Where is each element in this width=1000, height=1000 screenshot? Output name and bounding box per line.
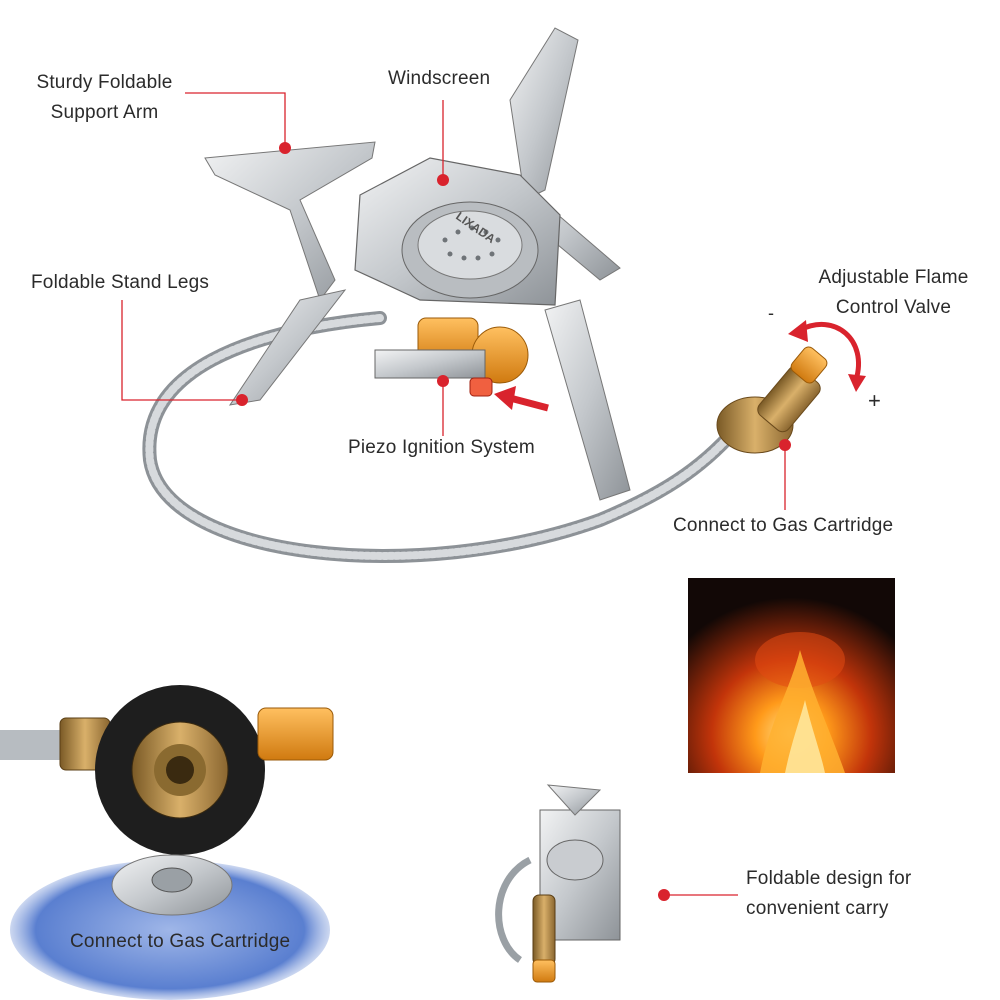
flame-photo <box>688 578 895 773</box>
rotation-arrow-icon <box>788 320 866 392</box>
foldable-label: Foldable design for convenient carry <box>746 864 911 924</box>
foldable-label-line1: Foldable design for <box>746 868 912 889</box>
callout-lines <box>121 92 791 901</box>
connect-cartridge-label-main: Connect to Gas Cartridge <box>673 515 894 536</box>
valve-minus-mark: - <box>768 303 775 323</box>
support-arm-label-line2: Support Arm <box>50 102 159 123</box>
gas-canister <box>10 854 330 1000</box>
valve-plus-mark: + <box>868 388 882 413</box>
support-arm-label: Sturdy Foldable Support Arm <box>22 68 187 128</box>
piezo-label: Piezo Ignition System <box>348 437 535 458</box>
stand-legs-label: Foldable Stand Legs <box>31 272 210 293</box>
flame-valve-label-line2: Control Valve <box>835 297 952 318</box>
flame-valve-label: Adjustable Flame Control Valve <box>806 263 981 323</box>
flame-valve-label-line1: Adjustable Flame <box>818 267 969 288</box>
support-arm-label-line1: Sturdy Foldable <box>36 72 173 93</box>
ignition-arrow-icon <box>494 386 549 412</box>
windscreen-label: Windscreen <box>388 68 491 89</box>
connect-cartridge-label-detail: Connect to Gas Cartridge <box>70 931 291 952</box>
folded-stove <box>495 784 621 983</box>
foldable-label-line2: convenient carry <box>746 898 889 919</box>
stove-main <box>204 27 631 501</box>
connector-closeup <box>0 685 334 855</box>
cartridge-connector-main <box>716 346 828 454</box>
gas-hose <box>142 311 742 563</box>
